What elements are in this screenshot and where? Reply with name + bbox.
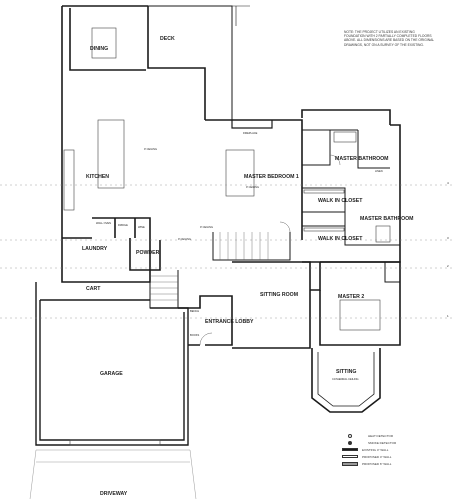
legend-item-proposed-4: PROPOSED 4" WALL <box>342 453 452 460</box>
room-label-entrance-lobby: ENTRANCE LOBBY <box>205 319 254 325</box>
room-label-master-2: MASTER 2 <box>338 294 364 300</box>
ceiling-kitchen: 9' CEILING <box>144 147 157 151</box>
kitchen-island <box>97 119 125 189</box>
wall-master2 <box>319 261 401 346</box>
room-label-garage: GARAGE <box>100 371 123 377</box>
legend-label: EXISTING 4" WALL <box>362 447 389 452</box>
proposed-4-wall-swatch <box>342 455 358 458</box>
room-label-fridge: FRIDGE <box>118 223 128 227</box>
room-label-driveway: DRIVEWAY <box>100 491 128 497</box>
room-label-powder: POWDER <box>136 250 160 256</box>
garage-door <box>69 439 161 446</box>
legend-item-existing-wall: EXISTING 4" WALL <box>342 446 452 453</box>
wall-garage <box>35 282 189 446</box>
wall-deck-edge <box>232 5 250 26</box>
room-label-cart: CART <box>86 286 101 292</box>
wall-wine <box>92 217 151 238</box>
wall-stair <box>149 270 179 309</box>
wall-top-mid <box>205 109 401 263</box>
wall-sitting-bay <box>311 348 381 413</box>
legend-label: PROPOSED 4" WALL <box>362 454 392 459</box>
wall-powder <box>129 238 161 271</box>
wall-bath-1 <box>302 129 390 169</box>
legend: HEAT DETECTOR SMOKE DETECTOR EXISTING 4"… <box>342 432 452 467</box>
bed-master-1 <box>225 149 255 197</box>
tub-bath-1 <box>333 131 357 143</box>
door-swing-bedroom <box>279 221 291 233</box>
legend-label: HEAT DETECTOR <box>368 433 394 438</box>
legend-item-heat: HEAT DETECTOR <box>342 432 452 439</box>
driveway-hatch <box>29 449 197 499</box>
vanity-bath-2 <box>375 225 391 243</box>
room-label-bench: BENCH <box>190 309 199 313</box>
bed-master-2 <box>339 299 381 331</box>
room-label-linen: LINEN <box>375 169 383 173</box>
wall-deck <box>148 5 233 120</box>
room-label-wine: WINE <box>138 225 145 229</box>
dining-table <box>91 27 117 59</box>
wall-master2-closet <box>319 262 400 290</box>
legend-label: PROPOSED 6" WALL <box>362 461 392 466</box>
room-label-deck: DECK <box>160 36 175 42</box>
grid-mark: 2 <box>447 264 449 268</box>
room-label-walk-in-closet-2: WALK IN CLOSET <box>318 236 363 242</box>
room-label-fireplace: FIREPLACE <box>243 131 258 135</box>
proposed-6-wall-swatch <box>342 461 358 466</box>
room-label-laundry: LAUNDRY <box>82 246 108 252</box>
stair-treads <box>150 232 269 301</box>
legend-label: SMOKE DETECTOR <box>368 440 397 445</box>
room-label-master-bath-2: MASTER BATHROOM <box>360 216 414 222</box>
ceiling-dining-area: 9' CEILING <box>178 237 191 241</box>
ceiling-bedroom: 9' CEILING <box>246 185 259 189</box>
ceiling-hall: 9' CEILING <box>200 225 213 229</box>
room-label-books: BOOKS <box>190 333 199 337</box>
kitchen-counter <box>63 149 75 211</box>
grid-mark: 4 <box>447 181 449 185</box>
wall-kitchen-bottom <box>61 222 151 283</box>
legend-item-smoke: SMOKE DETECTOR <box>342 439 452 446</box>
grid-mark: 1 <box>447 314 449 318</box>
wall-bath-2 <box>302 188 400 246</box>
door-swing-lobby <box>199 332 213 346</box>
grid-mark: 3 <box>447 236 449 240</box>
closet-shelf-1 <box>303 189 345 194</box>
heat-detector-icon <box>348 433 352 438</box>
existing-wall-swatch <box>342 448 358 451</box>
smoke-detector-icon <box>348 440 352 445</box>
wall-left-wing <box>61 5 206 222</box>
room-label-wall-oven: WALL OVEN <box>96 221 111 225</box>
wall-fireplace <box>231 120 273 129</box>
wall-sitting-room <box>232 261 321 349</box>
room-label-walk-in-closet-1: WALK IN CLOSET <box>318 198 363 204</box>
room-label-sitting-room: SITTING ROOM <box>260 292 298 298</box>
door-swing-bath <box>329 154 341 166</box>
project-note: NOTE: THE PROJECT UTILIZES AN EXISTING F… <box>344 30 435 47</box>
closet-shelf-2 <box>303 227 345 232</box>
legend-item-proposed-6: PROPOSED 6" WALL <box>342 460 452 467</box>
room-label-kitchen: KITCHEN <box>86 174 109 180</box>
wall-stair-hall <box>212 232 291 261</box>
room-label-dining: DINING <box>90 46 108 52</box>
wall-sitting-bay-inner <box>317 352 375 407</box>
room-label-master-bedroom-1: MASTER BEDROOM 1 <box>244 174 299 180</box>
room-label-master-bath-1: MASTER BATHROOM <box>335 156 389 162</box>
ceiling-sitting: CATHEDRAL CEILING <box>332 377 359 381</box>
wall-lobby <box>178 295 233 346</box>
room-label-sitting: SITTING <box>336 369 356 375</box>
wall-dining-inner <box>69 8 146 71</box>
